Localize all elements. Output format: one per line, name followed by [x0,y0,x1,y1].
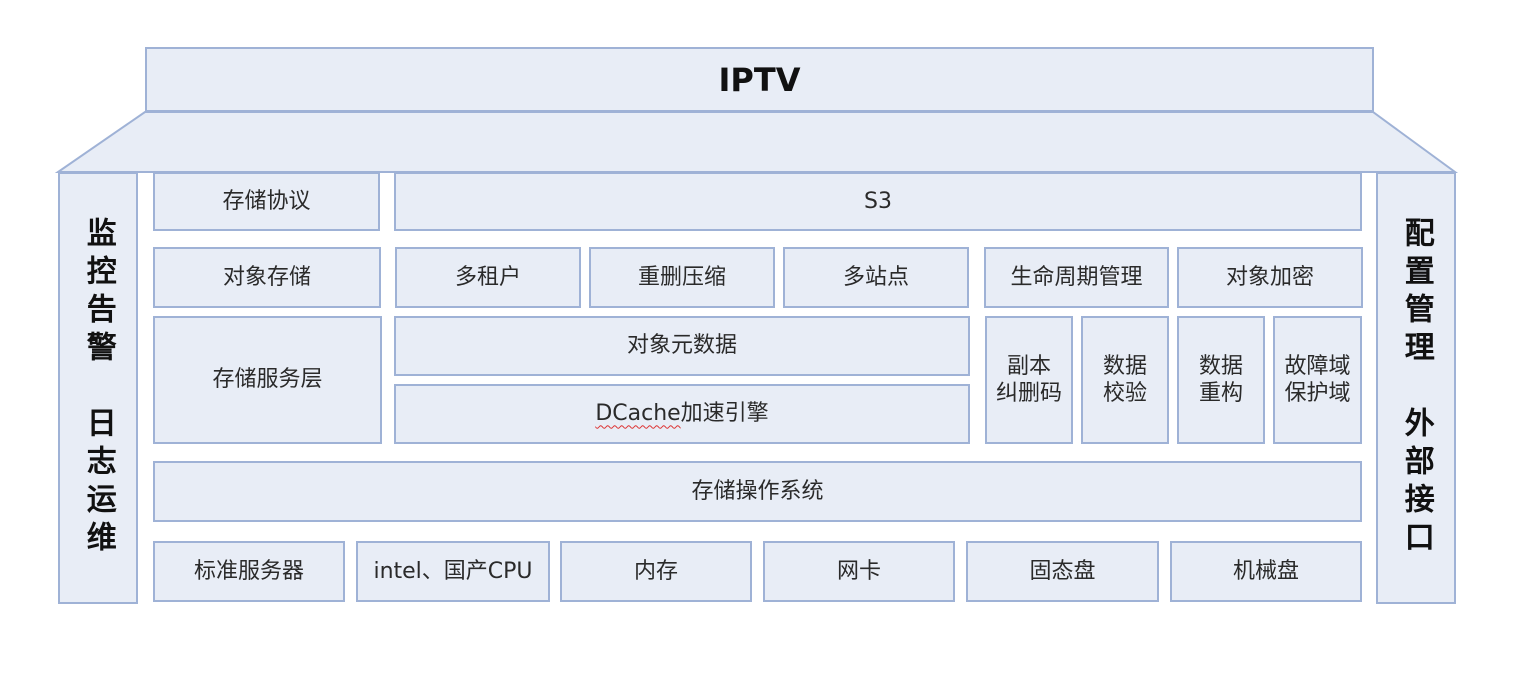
storage-os-bar: 存储操作系统 [153,461,1362,522]
storage-protocol-label: 存储协议 [153,172,380,231]
multi-site-box: 多站点 [783,247,969,308]
data-reconstruction-box: 数据重构 [1177,316,1265,444]
standard-server-box: 标准服务器 [153,541,345,602]
accel-engine-text: 加速引擎 [680,401,769,427]
config-management-label: 配置管理 [1398,217,1434,369]
dedup-compression-box: 重删压缩 [589,247,775,308]
replica-ec-box: 副本纠删码 [985,316,1073,444]
cpu-box: intel、国产CPU [356,541,550,602]
multi-tenant-box: 多租户 [395,247,581,308]
right-side-column: 配置管理 外部接口 [1376,172,1456,604]
memory-box: 内存 [560,541,752,602]
object-storage-label: 对象存储 [153,247,381,308]
dcache-text: DCache [595,401,681,427]
object-encryption-box: 对象加密 [1177,247,1363,308]
ssd-box: 固态盘 [966,541,1159,602]
iptv-bar: IPTV [145,47,1374,112]
storage-service-layer-label: 存储服务层 [153,316,382,444]
fault-domain-box: 故障域保护域 [1273,316,1362,444]
hdd-box: 机械盘 [1170,541,1362,602]
data-verification-box: 数据校验 [1081,316,1169,444]
lifecycle-management-box: 生命周期管理 [984,247,1169,308]
dcache-engine-box: DCache加速引擎 [394,384,970,444]
monitoring-alerts-label: 监控告警 [80,217,116,369]
external-interface-label: 外部接口 [1398,407,1434,559]
log-ops-label: 日志运维 [80,407,116,559]
nic-box: 网卡 [763,541,955,602]
iptv-title: IPTV [718,60,801,99]
left-side-column: 监控告警 日志运维 [58,172,138,604]
object-metadata-box: 对象元数据 [394,316,970,376]
s3-protocol: S3 [394,172,1362,231]
